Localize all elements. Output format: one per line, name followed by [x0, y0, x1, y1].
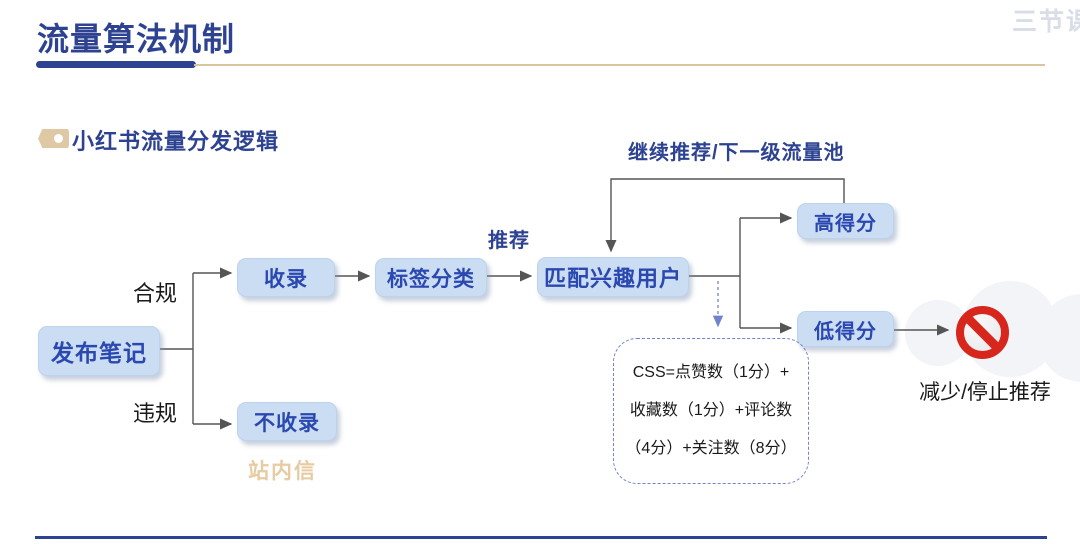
- label-site-message: 站内信: [248, 460, 317, 483]
- formula-line: 收藏数（1分）+评论数: [629, 402, 793, 419]
- node-match-interested-users: 匹配兴趣用户: [537, 257, 689, 297]
- label-compliant: 合规: [133, 281, 178, 306]
- formula-line: CSS=点赞数（1分）+: [632, 364, 790, 381]
- label-reduce-stop-recommend: 减少/停止推荐: [919, 381, 1051, 404]
- prohibition-icon: [956, 306, 1009, 359]
- label-continue-next-pool: 继续推荐/下一级流量池: [628, 142, 845, 164]
- node-low-score: 低得分: [797, 311, 894, 347]
- prohibition-slash: [964, 314, 1001, 351]
- page-title: 流量算法机制: [37, 21, 236, 57]
- node-high-score: 高得分: [797, 203, 894, 239]
- node-not-included: 不收录: [237, 402, 337, 441]
- section-title: 小红书流量分发逻辑: [72, 129, 280, 154]
- node-tag-classify: 标签分类: [375, 258, 487, 297]
- node-publish-note: 发布笔记: [38, 326, 160, 376]
- watermark-text: 三节课: [1012, 8, 1080, 36]
- title-underline-thin: [194, 64, 1045, 66]
- node-included: 收录: [237, 258, 335, 297]
- tag-icon: [38, 129, 69, 148]
- formula-line: （4分）+关注数（8分）: [625, 440, 797, 457]
- title-underline-bar: [36, 61, 196, 68]
- css-score-formula-box: CSS=点赞数（1分）+ 收藏数（1分）+评论数 （4分）+关注数（8分）: [613, 338, 809, 484]
- label-violation: 违规: [133, 401, 178, 426]
- label-recommend: 推荐: [488, 230, 530, 252]
- footer-rule: [35, 536, 1047, 539]
